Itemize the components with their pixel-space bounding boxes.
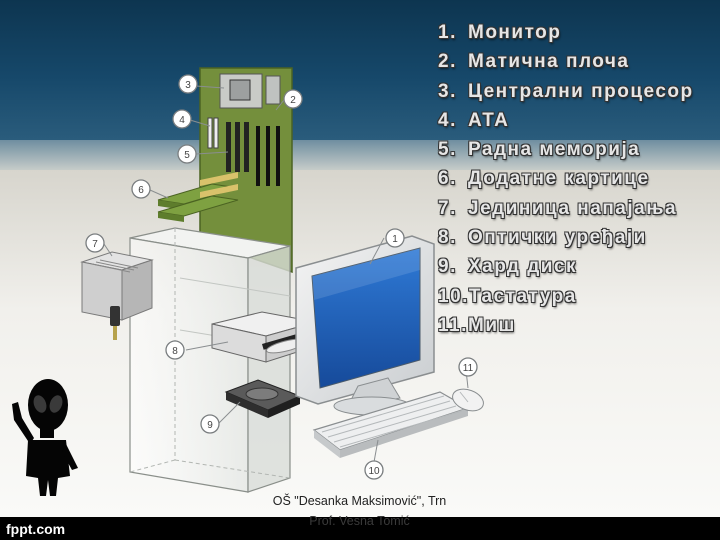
list-item-number: 2. bbox=[438, 47, 468, 76]
list-item: 10.Тастатура bbox=[438, 282, 694, 311]
callout-label: 9 bbox=[207, 420, 213, 431]
list-item: 5.Радна меморија bbox=[438, 135, 694, 164]
list-item-number: 9. bbox=[438, 252, 468, 281]
list-item-label: Монитор bbox=[468, 18, 561, 47]
list-item: 6.Додатне картице bbox=[438, 164, 694, 193]
callout-label: 1 bbox=[392, 234, 398, 245]
list-item: 1.Монитор bbox=[438, 18, 694, 47]
list-item-label: Миш bbox=[468, 311, 516, 340]
list-item-number: 8. bbox=[438, 223, 468, 252]
list-item-number: 10. bbox=[438, 282, 469, 311]
list-item-label: Јединица напајања bbox=[468, 194, 677, 223]
callout-label: 11 bbox=[463, 363, 474, 374]
caption-teacher: Prof. Vesna Tomić bbox=[252, 514, 467, 529]
list-item-number: 6. bbox=[438, 164, 468, 193]
callout-label: 10 bbox=[368, 466, 380, 477]
list-item-number: 11. bbox=[438, 311, 468, 340]
list-item-label: Хард диск bbox=[468, 252, 577, 281]
list-item-number: 5. bbox=[438, 135, 468, 164]
list-item-label: АТА bbox=[468, 106, 509, 135]
list-item-number: 1. bbox=[438, 18, 468, 47]
list-item: 7.Јединица напајања bbox=[438, 194, 694, 223]
component-list: 1.Монитор 2.Матична плоча 3.Централни пр… bbox=[438, 18, 694, 340]
list-item: 3.Централни процесор bbox=[438, 77, 694, 106]
list-item: 11.Миш bbox=[438, 311, 694, 340]
list-item-label: Матична плоча bbox=[468, 47, 630, 76]
list-item-number: 7. bbox=[438, 194, 468, 223]
fppt-logo[interactable]: fppt.com bbox=[6, 521, 65, 537]
callout-label: 4 bbox=[179, 115, 185, 126]
callout-label: 7 bbox=[92, 239, 98, 250]
callout-label: 3 bbox=[185, 80, 191, 91]
list-item-number: 4. bbox=[438, 106, 468, 135]
list-item-label: Оптички уређаји bbox=[468, 223, 647, 252]
list-item-label: Додатне картице bbox=[468, 164, 650, 193]
list-item: 4.АТА bbox=[438, 106, 694, 135]
callout-label: 5 bbox=[184, 150, 190, 161]
list-item-number: 3. bbox=[438, 77, 468, 106]
list-item: 9.Хард диск bbox=[438, 252, 694, 281]
list-item: 8.Оптички уређаји bbox=[438, 223, 694, 252]
caption-school: OŠ "Desanka Maksimović", Trn bbox=[252, 494, 467, 509]
monitor-graphic bbox=[296, 236, 434, 415]
alien-figure bbox=[12, 379, 78, 496]
list-item-label: Централни процесор bbox=[468, 77, 694, 106]
list-item-label: Тастатура bbox=[469, 282, 577, 311]
slide-caption: OŠ "Desanka Maksimović", Trn bbox=[252, 494, 467, 509]
callout-label: 2 bbox=[290, 95, 296, 106]
callout-label: 8 bbox=[172, 346, 178, 357]
list-item-label: Радна меморија bbox=[468, 135, 640, 164]
list-item: 2.Матична плоча bbox=[438, 47, 694, 76]
callout-label: 6 bbox=[138, 185, 144, 196]
